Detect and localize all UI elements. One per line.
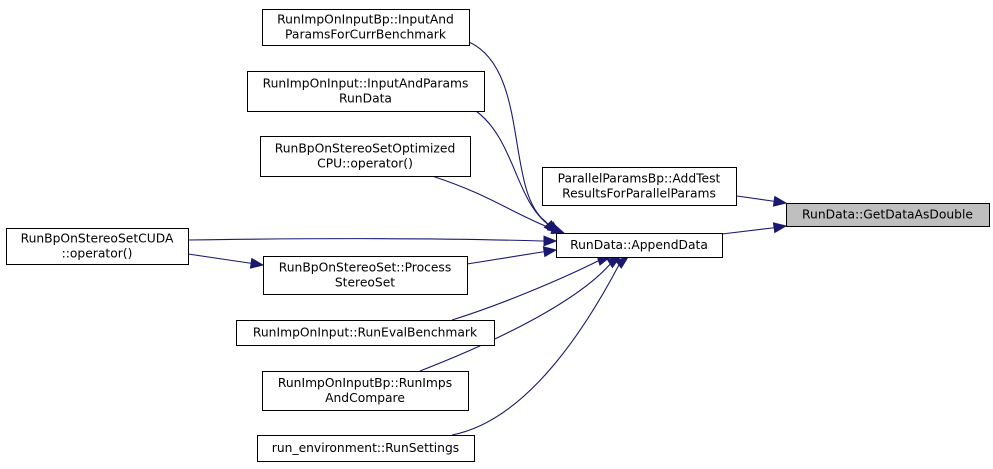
node-append_data[interactable]: RunData::AppendData <box>556 233 723 258</box>
node-label: ::operator() <box>62 247 133 261</box>
node-box[interactable] <box>786 203 990 227</box>
node-label: StereoSet <box>335 276 395 290</box>
node-label: RunImpOnInputBp::RunImps <box>278 376 452 390</box>
call-nodes: RunImpOnInputBp::InputAndParamsForCurrBe… <box>6 9 990 462</box>
node-run_settings[interactable]: run_environment::RunSettings <box>257 435 475 462</box>
node-label: RunData::GetDataAsDouble <box>802 208 973 222</box>
arrowhead-append_data-to-get_data_as_double <box>772 222 788 234</box>
edge-process_stereo_set-to-append_data <box>466 249 557 265</box>
edge-stereo_cuda-to-append_data <box>187 238 556 242</box>
node-label: ResultsForParallelParams <box>562 187 716 201</box>
node-label: RunBpOnStereoSetOptimized <box>275 142 456 156</box>
node-label: run_environment::RunSettings <box>272 441 459 455</box>
node-box[interactable] <box>260 136 471 177</box>
node-label: RunData::AppendData <box>570 238 708 252</box>
node-get_data_as_double[interactable]: RunData::GetDataAsDouble <box>786 203 990 227</box>
call-edges <box>187 41 788 436</box>
node-label: CPU::operator() <box>317 157 413 171</box>
node-box[interactable] <box>542 167 737 206</box>
node-box[interactable] <box>236 320 495 346</box>
arrowhead-add_test_results-to-get_data_as_double <box>772 195 788 207</box>
node-box[interactable] <box>262 371 469 411</box>
node-add_test_results[interactable]: ParallelParamsBp::AddTestResultsForParal… <box>542 167 737 206</box>
arrowhead-stereo_cuda-to-process_stereo_set <box>249 257 265 269</box>
node-label: RunImpOnInput::InputAndParams <box>263 77 469 91</box>
node-box[interactable] <box>257 435 475 462</box>
node-label: RunImpOnInputBp::InputAnd <box>277 13 454 27</box>
node-box[interactable] <box>556 233 723 258</box>
arrowhead-stereo_cuda-to-append_data <box>543 235 558 247</box>
edge-input_and_params_rundata-to-append_data <box>475 110 561 234</box>
edge-stereo_optimized_cpu-to-append_data <box>431 175 565 234</box>
edge-run_eval_benchmark-to-append_data <box>451 256 611 321</box>
node-label: RunData <box>339 92 392 106</box>
edge-run_imps_and_compare-to-append_data <box>419 256 621 372</box>
arrowhead-process_stereo_set-to-append_data <box>542 246 558 258</box>
node-box[interactable] <box>262 9 470 46</box>
node-label: AndCompare <box>325 391 405 405</box>
node-input_and_params_curr[interactable]: RunImpOnInputBp::InputAndParamsForCurrBe… <box>262 9 470 46</box>
node-box[interactable] <box>6 228 189 265</box>
node-box[interactable] <box>263 256 468 295</box>
node-label: ParamsForCurrBenchmark <box>285 28 447 42</box>
node-label: RunBpOnStereoSet::Process <box>279 261 452 275</box>
node-label: RunBpOnStereoSetCUDA <box>21 232 174 246</box>
node-label: RunImpOnInput::RunEvalBenchmark <box>253 326 478 340</box>
node-box[interactable] <box>247 71 485 112</box>
node-label: ParallelParamsBp::AddTest <box>558 172 721 186</box>
edge-run_settings-to-append_data <box>451 256 629 436</box>
node-run_eval_benchmark[interactable]: RunImpOnInput::RunEvalBenchmark <box>236 320 495 346</box>
node-stereo_cuda[interactable]: RunBpOnStereoSetCUDA::operator() <box>6 228 189 265</box>
arrowhead-run_settings-to-append_data <box>614 256 630 269</box>
